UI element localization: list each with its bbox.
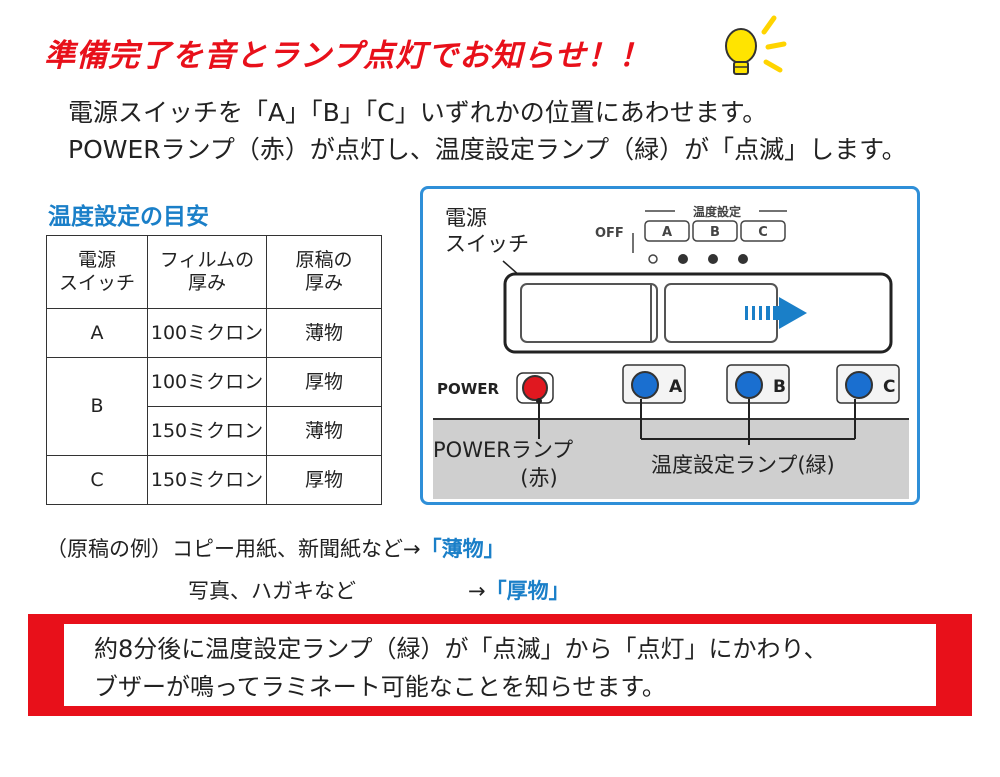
intro-line-1: 電源スイッチを「A」「B」「C」いずれかの位置にあわせます。: [68, 98, 768, 127]
table-row: B 100ミクロン 厚物: [46, 357, 382, 456]
panel-base: [433, 419, 909, 499]
header-film: フィルムの厚み: [147, 235, 267, 309]
cell-film: 100ミクロン: [147, 357, 267, 407]
position-a-label: A: [662, 225, 672, 240]
cell-original: 厚物: [266, 357, 382, 407]
headline: 準備完了を音とランプ点灯でお知らせ！！: [44, 38, 651, 74]
example-line-2-text: 写真、ハガキなど: [188, 579, 356, 603]
off-label: OFF: [595, 226, 624, 241]
notice-content: 約8分後に温度設定ランプ（緑）が「点滅」から「点灯」にかわり、 ブザーが鳴ってラ…: [64, 624, 936, 706]
panel-drawing: 電源 スイッチ 温度設定 OFF A B C: [433, 204, 909, 499]
example-2-arrow: →: [468, 579, 486, 603]
notice-box: 約8分後に温度設定ランプ（緑）が「点滅」から「点灯」にかわり、 ブザーが鳴ってラ…: [28, 614, 972, 716]
off-dot: [648, 254, 658, 264]
temp-lamp-b: [735, 371, 763, 399]
position-c-dot: [738, 254, 748, 264]
power-lamp-label-2: (赤): [520, 466, 557, 490]
notice-line-1: 約8分後に温度設定ランプ（緑）が「点滅」から「点灯」にかわり、: [94, 635, 828, 663]
example-2-value: 「厚物」: [485, 579, 570, 603]
switch-label-1: 電源: [445, 206, 487, 230]
power-lamp-label-1: POWERランプ: [433, 438, 573, 462]
example-1-value: 「薄物」: [420, 537, 505, 561]
header-original: 原稿の厚み: [266, 235, 382, 309]
notice-line-2: ブザーが鳴ってラミネート可能なことを知らせます。: [94, 673, 666, 701]
temp-lamp-c-label: C: [883, 377, 895, 397]
temp-lamp-label: 温度設定ランプ(緑): [651, 453, 835, 477]
temp-lamp-c: [845, 371, 873, 399]
cell-film: 100ミクロン: [147, 308, 267, 358]
cell-switch: C: [46, 455, 148, 505]
table-title: 温度設定の目安: [48, 204, 209, 230]
table-row: A 100ミクロン 薄物: [46, 308, 382, 358]
cell-original: 厚物: [266, 455, 382, 505]
position-b-label: B: [710, 225, 720, 240]
control-panel-diagram: 電源 スイッチ 温度設定 OFF A B C: [420, 186, 920, 505]
cell-original: 薄物: [266, 406, 382, 456]
position-c-label: C: [758, 225, 768, 240]
temp-setting-label: 温度設定: [693, 204, 741, 219]
cell-switch: A: [46, 308, 148, 358]
power-label: POWER: [437, 380, 500, 398]
position-b-dot: [708, 254, 718, 264]
example-line-2: →「厚物」: [468, 575, 570, 605]
switch-label-2: スイッチ: [445, 232, 529, 256]
cell-original: 薄物: [266, 308, 382, 358]
example-1-text: （原稿の例）コピー用紙、新聞紙など→: [46, 537, 421, 561]
temperature-guide-table: 電源スイッチ フィルムの厚み 原稿の厚み A 100ミクロン 薄物 B 100ミ…: [46, 235, 382, 505]
intro-line-2: POWERランプ（赤）が点灯し、温度設定ランプ（緑）が「点滅」します。: [68, 135, 907, 164]
cell-film: 150ミクロン: [147, 455, 267, 505]
power-lamp: [522, 375, 548, 401]
position-a-dot: [678, 254, 688, 264]
table-row: C 150ミクロン 厚物: [46, 455, 382, 505]
slide-arrow-icon: [745, 297, 807, 329]
header-switch: 電源スイッチ: [46, 235, 148, 309]
example-line-1: （原稿の例）コピー用紙、新聞紙など→「薄物」: [46, 533, 505, 563]
temp-lamp-a: [631, 371, 659, 399]
cell-switch: B: [46, 357, 148, 456]
table-row: 150ミクロン 薄物: [47, 406, 382, 456]
temp-lamp-b-label: B: [773, 377, 786, 397]
lightbulb-icon: [725, 15, 787, 75]
temp-lamp-a-label: A: [669, 377, 683, 397]
table-header-row: 電源スイッチ フィルムの厚み 原稿の厚み: [46, 235, 382, 309]
switch-knob-left: [520, 283, 658, 343]
cell-film: 150ミクロン: [147, 406, 267, 456]
